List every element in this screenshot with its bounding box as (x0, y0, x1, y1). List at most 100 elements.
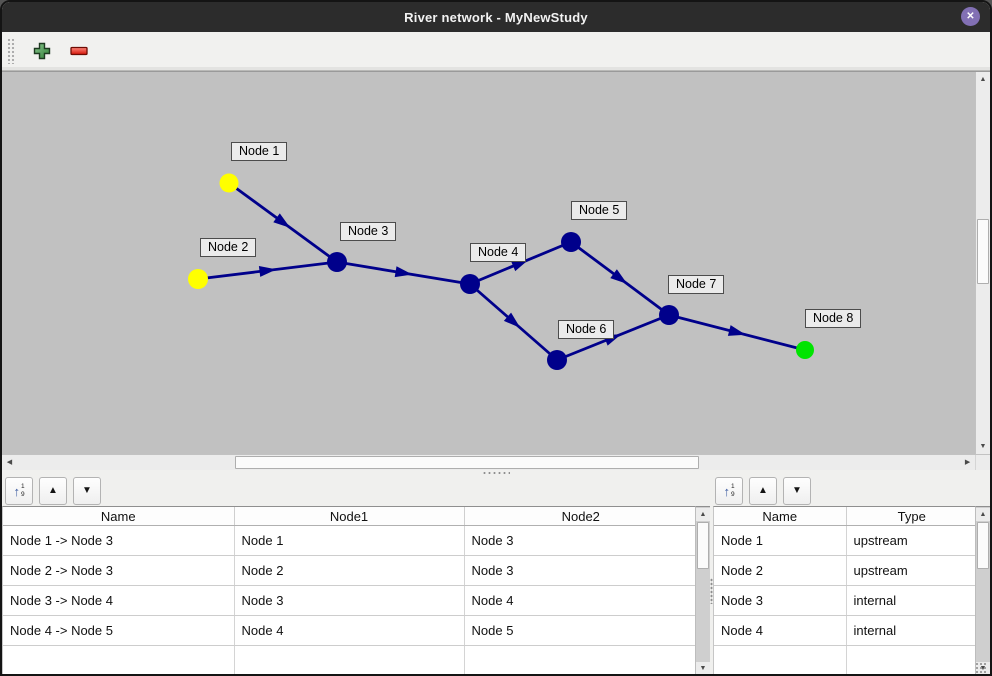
table-cell[interactable]: Node 4 -> Node 5 (3, 615, 235, 646)
node-label[interactable]: Node 3 (340, 222, 397, 241)
nodes-vertical-scrollbar[interactable]: ▲ ▼ (975, 506, 990, 674)
nodes-vscroll-thumb[interactable] (977, 522, 989, 569)
table-cell[interactable]: Node 2 -> Node 3 (3, 555, 235, 586)
close-icon: ✕ (966, 11, 975, 22)
scroll-left-icon[interactable]: ◀ (6, 459, 13, 466)
nodes-move-down-button[interactable]: ▼ (783, 477, 811, 505)
table-cell[interactable]: internal (846, 615, 975, 646)
table-row[interactable] (714, 645, 975, 674)
scroll-up-icon[interactable]: ▲ (976, 508, 990, 521)
title-bar[interactable]: River network - MyNewStudy ✕ (2, 2, 990, 32)
toolbar-drag-handle[interactable] (7, 38, 16, 64)
table-cell[interactable]: Node 1 (234, 525, 465, 556)
column-header-node2[interactable]: Node2 (464, 507, 695, 526)
table-cell[interactable]: Node 4 (234, 615, 465, 646)
close-button[interactable]: ✕ (961, 7, 980, 26)
table-cell[interactable]: Node 3 (464, 525, 695, 556)
table-cell[interactable]: Node 2 (714, 555, 847, 586)
network-node-node-1[interactable] (219, 173, 239, 193)
network-node-node-6[interactable] (547, 350, 567, 370)
scroll-down-icon[interactable]: ▼ (979, 443, 987, 450)
node-label[interactable]: Node 6 (558, 320, 615, 339)
node-label[interactable]: Node 1 (231, 142, 288, 161)
table-cell[interactable]: Node 3 (714, 585, 847, 616)
table-cell[interactable]: Node 1 (714, 525, 847, 556)
network-node-node-2[interactable] (188, 269, 208, 289)
network-node-node-4[interactable] (460, 274, 480, 294)
scroll-up-icon[interactable]: ▲ (979, 76, 987, 83)
network-node-node-8[interactable] (796, 341, 814, 359)
table-cell[interactable] (714, 645, 847, 674)
table-cell[interactable] (234, 645, 465, 674)
node-label[interactable]: Node 7 (668, 275, 725, 294)
nodes-move-up-button[interactable]: ▲ (749, 477, 777, 505)
remove-node-button[interactable] (68, 40, 90, 62)
network-canvas[interactable]: Node 1 Node 2 Node 3 Node 4 Node 5 Node 6 Node… (2, 72, 976, 454)
table-cell[interactable]: Node 4 (714, 615, 847, 646)
table-cell[interactable]: Node 3 (464, 555, 695, 586)
reaches-move-down-button[interactable]: ▼ (73, 477, 101, 505)
add-node-button[interactable] (31, 40, 53, 62)
table-cell[interactable]: Node 1 -> Node 3 (3, 525, 235, 556)
table-cell[interactable]: Node 4 (464, 585, 695, 616)
scroll-right-icon[interactable]: ▶ (964, 459, 971, 466)
table-cell[interactable]: Node 2 (234, 555, 465, 586)
node-label[interactable]: Node 8 (805, 309, 862, 328)
table-cell[interactable]: upstream (846, 555, 975, 586)
table-cell[interactable]: Node 3 -> Node 4 (3, 585, 235, 616)
scroll-up-icon[interactable]: ▲ (696, 508, 710, 521)
reaches-vertical-scrollbar[interactable]: ▲ ▼ (695, 506, 710, 674)
network-node-node-3[interactable] (327, 252, 347, 272)
edge-arrow-icon (503, 312, 521, 328)
table-cell[interactable]: upstream (846, 525, 975, 556)
canvas-hscroll-thumb[interactable] (235, 456, 699, 469)
edge-arrow-icon (258, 266, 277, 277)
splitter-handle-icon[interactable] (710, 578, 713, 604)
reaches-vscroll-thumb[interactable] (697, 522, 709, 569)
column-header-name[interactable]: Name (714, 507, 847, 526)
network-node-node-5[interactable] (561, 232, 581, 252)
splitter-handle-icon[interactable] (482, 470, 510, 475)
node-label[interactable]: Node 2 (200, 238, 257, 257)
column-header-type[interactable]: Type (846, 507, 975, 526)
pane-splitter[interactable] (2, 470, 990, 475)
network-node-node-7[interactable] (659, 305, 679, 325)
table-cell[interactable]: internal (846, 585, 975, 616)
table-cell[interactable] (846, 645, 975, 674)
node-label[interactable]: Node 5 (571, 201, 628, 220)
scroll-down-icon[interactable]: ▼ (696, 662, 710, 674)
column-header-name[interactable]: Name (3, 507, 235, 526)
table-cell[interactable] (3, 645, 235, 674)
table-cell[interactable]: Node 3 (234, 585, 465, 616)
plus-icon (33, 42, 51, 60)
canvas-vscroll-thumb[interactable] (977, 219, 989, 284)
column-header-node1[interactable]: Node1 (234, 507, 465, 526)
edge-arrow-icon (273, 213, 291, 228)
resize-grip-icon[interactable] (975, 662, 987, 674)
table-cell[interactable]: Node 5 (464, 615, 695, 646)
tables-splitter[interactable] (710, 506, 713, 674)
canvas-horizontal-scrollbar[interactable]: ◀ ▶ (2, 455, 975, 470)
node-label[interactable]: Node 4 (470, 243, 527, 262)
canvas-vertical-scrollbar[interactable]: ▲ ▼ (975, 72, 990, 454)
table-row[interactable] (3, 645, 695, 674)
main-toolbar (2, 32, 990, 71)
reaches-move-up-button[interactable]: ▲ (39, 477, 67, 505)
table-cell[interactable] (464, 645, 695, 674)
